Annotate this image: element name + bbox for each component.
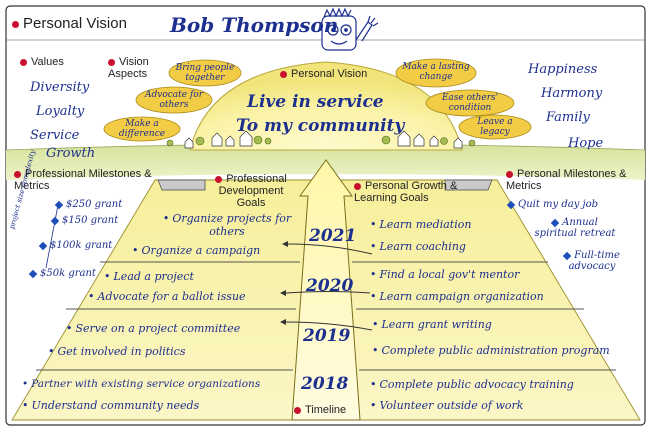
pers-goal-item: •Complete public advocacy training bbox=[370, 378, 574, 391]
milestone-item: $50k grant bbox=[28, 268, 96, 279]
cloud-label: Make a lasting change bbox=[402, 62, 470, 82]
cloud-label: Leave a legacy bbox=[477, 117, 513, 137]
cloud-label: Bring people together bbox=[175, 63, 235, 83]
diamond-icon bbox=[54, 200, 64, 209]
avatar-illustration bbox=[321, 7, 379, 51]
prof-goal-item: •Organize projects for others bbox=[162, 212, 292, 238]
pers-goal-item: •Find a local gov't mentor bbox=[370, 268, 520, 281]
diamond-icon bbox=[28, 269, 38, 278]
prof-goal-item: •Lead a project bbox=[104, 270, 194, 283]
cloud-label: Ease others' condition bbox=[441, 93, 499, 113]
prof-goal-item: •Understand community needs bbox=[22, 399, 200, 412]
pers-goal-item: •Learn campaign organization bbox=[370, 290, 544, 303]
pers-goal-item: •Learn mediation bbox=[370, 218, 472, 231]
vision-hill bbox=[189, 61, 463, 151]
vision-clouds bbox=[103, 58, 532, 142]
value-item: Growth bbox=[46, 146, 96, 161]
year-dividers bbox=[36, 261, 616, 371]
diamond-icon bbox=[506, 200, 516, 209]
personal-vision-header: Personal Vision bbox=[280, 68, 367, 80]
pers-milestones-header: Personal Milestones & Metrics bbox=[506, 168, 627, 192]
vision-statement-line2: To my community bbox=[236, 116, 405, 136]
milestone-item: Annual spiritual retreat bbox=[534, 217, 616, 239]
diamond-icon bbox=[38, 241, 48, 250]
prof-goals-header: Professional Development Goals bbox=[206, 173, 296, 209]
values-header: Values bbox=[20, 56, 64, 68]
milestone-item: $100k grant bbox=[38, 240, 112, 251]
milestone-axis-line bbox=[45, 204, 59, 269]
connector-arrowheads bbox=[280, 241, 288, 325]
timeline-year: 2019 bbox=[303, 326, 351, 346]
prof-goal-item: •Serve on a project committee bbox=[66, 322, 241, 335]
prof-goal-item: •Partner with existing service organizat… bbox=[22, 378, 261, 390]
vision-aspects-header: Vision Aspects bbox=[108, 56, 149, 80]
pers-goal-item: •Volunteer outside of work bbox=[370, 399, 524, 412]
prof-milestones-header: Professional Milestones & Metrics bbox=[14, 168, 152, 192]
diamond-icon bbox=[50, 216, 60, 225]
prof-goal-item: •Get involved in politics bbox=[48, 345, 186, 358]
cloud-label: Make a difference bbox=[118, 119, 166, 139]
diamond-icon bbox=[550, 218, 560, 227]
pers-goals-header: Personal Growth & Learning Goals bbox=[354, 180, 458, 204]
milestone-item: Quit my day job bbox=[506, 199, 598, 210]
left-signpost bbox=[157, 179, 206, 191]
right-value-item: Harmony bbox=[541, 86, 603, 101]
pers-goal-item: •Learn grant writing bbox=[372, 318, 492, 331]
value-item: Service bbox=[30, 128, 80, 143]
milestone-item: $150 grant bbox=[50, 215, 118, 226]
timeline-year: 2020 bbox=[306, 276, 354, 296]
pers-goal-item: •Complete public administration program bbox=[372, 344, 610, 357]
right-value-item: Family bbox=[546, 110, 590, 125]
timeline-year: 2018 bbox=[301, 374, 349, 394]
milestone-item: $250 grant bbox=[54, 199, 122, 210]
cloud-label: Advocate for others bbox=[144, 90, 204, 110]
vision-statement-line1: Live in service bbox=[247, 92, 384, 112]
person-name: Bob Thompson bbox=[170, 13, 339, 37]
page-title: Personal Vision bbox=[12, 15, 127, 32]
diamond-icon bbox=[562, 251, 572, 260]
milestone-item: Full-time advocacy bbox=[552, 250, 632, 272]
value-item: Diversity bbox=[30, 80, 90, 95]
goal-connectors bbox=[285, 243, 373, 331]
timeline-label: Timeline bbox=[294, 404, 346, 416]
right-value-item: Hope bbox=[568, 136, 604, 151]
value-item: Loyalty bbox=[36, 104, 85, 119]
prof-goal-item: •Advocate for a ballot issue bbox=[88, 290, 246, 303]
right-signpost bbox=[444, 179, 493, 191]
right-value-item: Happiness bbox=[528, 62, 598, 77]
prof-goal-item: •Organize a campaign bbox=[132, 244, 261, 257]
timeline-year: 2021 bbox=[309, 226, 357, 246]
pers-goal-item: •Learn coaching bbox=[370, 240, 466, 253]
timeline-arrow bbox=[291, 159, 361, 421]
trees bbox=[166, 135, 476, 147]
town-houses bbox=[184, 130, 463, 149]
